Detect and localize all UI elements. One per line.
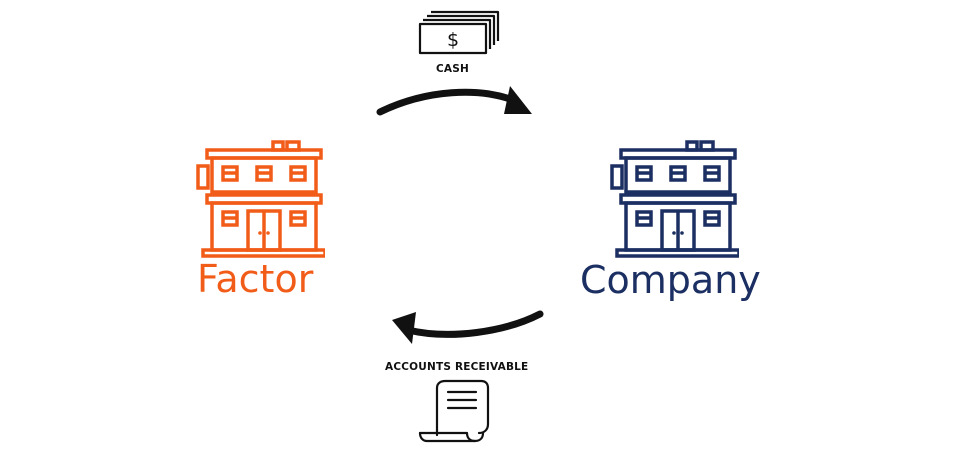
cash-label: CASH [436, 63, 469, 75]
svg-text:$: $ [447, 29, 459, 51]
receipt-scroll-icon [415, 378, 495, 444]
bottom-curved-arrow [380, 300, 555, 355]
company-label: Company [580, 258, 761, 302]
company-building-icon [607, 138, 739, 262]
top-curved-arrow [370, 78, 545, 128]
cash-stack-icon: $ [418, 8, 502, 58]
factor-building-icon [193, 138, 325, 262]
accounts-receivable-label: ACCOUNTS RECEIVABLE [385, 361, 529, 373]
factor-label: Factor [197, 257, 314, 301]
